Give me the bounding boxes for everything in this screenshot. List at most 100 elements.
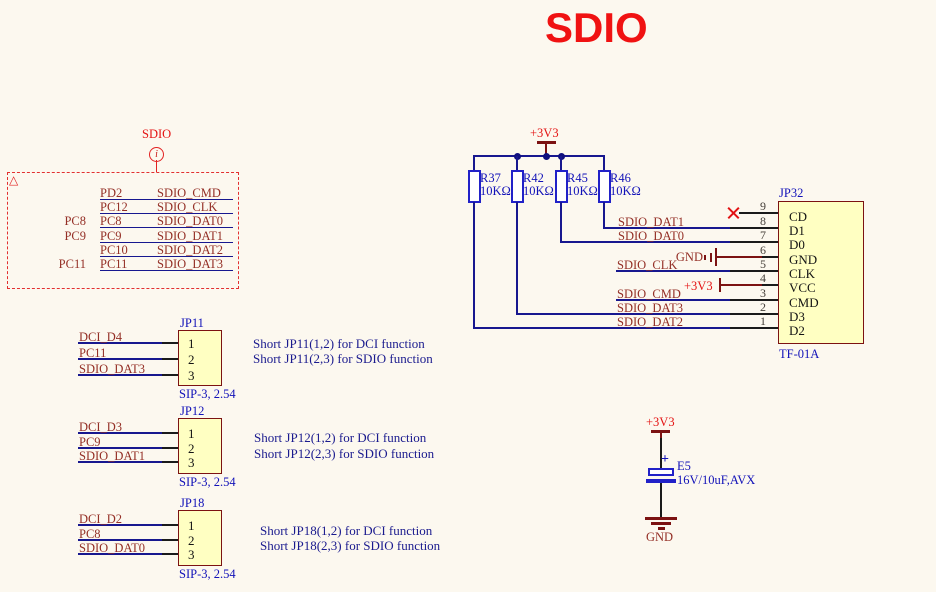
pin-stub — [730, 327, 778, 329]
jumper-ref: JP12 — [180, 404, 205, 418]
gnd-port-icon — [704, 255, 706, 260]
jumper-pin: 3 — [188, 455, 195, 470]
wire — [516, 202, 518, 314]
pin-name: VCC — [789, 280, 816, 295]
power-wire — [716, 256, 762, 258]
page-title: SDIO — [545, 4, 648, 51]
gnd-symbol-icon — [645, 517, 677, 520]
pin-stub — [730, 313, 778, 315]
jumper-note: Short JP11(1,2) for DCI function — [253, 336, 425, 351]
wire — [78, 461, 162, 463]
resistor-value: 10KΩ — [610, 183, 641, 198]
resistor-body — [554, 170, 568, 203]
jumper-pin: 1 — [188, 426, 195, 441]
gnd-port-icon — [709, 252, 712, 262]
resistor-ref: R37 — [480, 171, 501, 185]
wire — [603, 202, 605, 228]
jumper-note: Short JP12(2,3) for SDIO function — [254, 446, 435, 461]
wire — [473, 156, 475, 171]
external-pin-label: PC11 — [58, 257, 86, 271]
pin-name: D2 — [789, 323, 805, 338]
pin-number: 8 — [760, 214, 766, 228]
pin-number: 5 — [760, 257, 766, 271]
wire — [78, 539, 162, 541]
wire — [516, 313, 732, 315]
pin-stub — [730, 227, 778, 229]
jumper-pin: 3 — [188, 368, 195, 383]
jumper-pin: 3 — [188, 547, 195, 562]
port-row: PC11 SDIO_DAT3 — [100, 258, 233, 271]
port-row-net: SDIO_DAT1 — [157, 228, 223, 243]
gnd-label: GND — [646, 530, 674, 544]
pin-stub — [162, 524, 178, 526]
jumper-body — [178, 510, 222, 566]
port-row: PC12 SDIO_CLK — [100, 201, 233, 215]
power-3v3-label: +3V3 — [646, 415, 675, 429]
net-label: SDIO_DAT1 — [79, 449, 145, 463]
net-label: SDIO_CLK — [617, 258, 678, 272]
pin-stub — [162, 342, 178, 344]
resistor-ref: R42 — [523, 171, 544, 185]
pin-number: 9 — [760, 199, 766, 213]
pin-number: 7 — [760, 228, 766, 242]
net-label: DCI_D4 — [79, 330, 123, 344]
pin-number: 3 — [760, 286, 766, 300]
resistor-value: 10KΩ — [567, 183, 598, 198]
gnd-symbol-icon — [657, 527, 665, 530]
jumper-pin: 2 — [188, 441, 195, 456]
power-3v3-label: +3V3 — [530, 126, 559, 140]
wire — [660, 438, 662, 469]
wire — [616, 270, 731, 272]
wire — [616, 299, 731, 301]
port-block-header: SDIO — [142, 127, 172, 141]
external-pin-label: PC8 — [64, 214, 86, 228]
jumper-ref: JP11 — [180, 316, 204, 330]
port-row-pin: PC9 — [100, 228, 122, 243]
wire — [78, 553, 162, 555]
vcc-port-label: +3V3 — [684, 279, 713, 293]
port-row-net: SDIO_DAT2 — [157, 242, 223, 257]
gnd-symbol-icon — [651, 522, 671, 525]
connector-body — [778, 201, 864, 344]
pin-name: CD — [789, 209, 808, 224]
net-label: SDIO_DAT1 — [618, 215, 684, 229]
net-label: SDIO_DAT0 — [79, 541, 145, 555]
jumper-note: Short JP18(1,2) for DCI function — [260, 523, 433, 538]
port-row-net: SDIO_DAT3 — [157, 257, 223, 271]
net-label: SDIO_DAT0 — [618, 229, 684, 243]
wire — [78, 358, 162, 360]
connector-ref: JP32 — [779, 186, 804, 200]
port-symbol-stem — [156, 160, 158, 172]
external-pin-label: PC9 — [64, 229, 86, 243]
cap-polarity-plus: + — [661, 452, 669, 467]
gnd-port-icon — [714, 248, 717, 266]
net-label: SDIO_DAT3 — [79, 362, 145, 376]
jumper-footprint: SIP-3, 2.54 — [179, 387, 236, 401]
resistor-value: 10KΩ — [480, 183, 511, 198]
port-row-pin: PC11 — [100, 257, 128, 271]
pin-number: 1 — [760, 314, 766, 328]
wire — [78, 447, 162, 449]
jumper-note: Short JP12(1,2) for DCI function — [254, 430, 427, 445]
wire — [603, 156, 605, 171]
resistor-body — [597, 170, 611, 203]
pin-stub — [162, 539, 178, 541]
net-label: DCI_D3 — [79, 420, 123, 434]
jumper-note: Short JP11(2,3) for SDIO function — [253, 351, 433, 366]
wire — [603, 227, 732, 229]
port-row: PD2 SDIO_CMD — [100, 187, 233, 200]
connector-part: TF-01A — [779, 347, 820, 361]
pin-name: D1 — [789, 223, 805, 238]
pin-stub — [162, 461, 178, 463]
pin-stub — [162, 432, 178, 434]
jumper-note: Short JP18(2,3) for SDIO function — [260, 538, 441, 553]
resistor-value: 10KΩ — [523, 183, 554, 198]
pin-number: 4 — [760, 271, 766, 285]
pin-stub — [162, 358, 178, 360]
cap-top-plate — [648, 468, 674, 476]
port-row-net: SDIO_CMD — [157, 186, 221, 200]
wire — [473, 327, 732, 329]
power-wire — [720, 284, 762, 286]
port-row-net: SDIO_DAT0 — [157, 214, 223, 229]
